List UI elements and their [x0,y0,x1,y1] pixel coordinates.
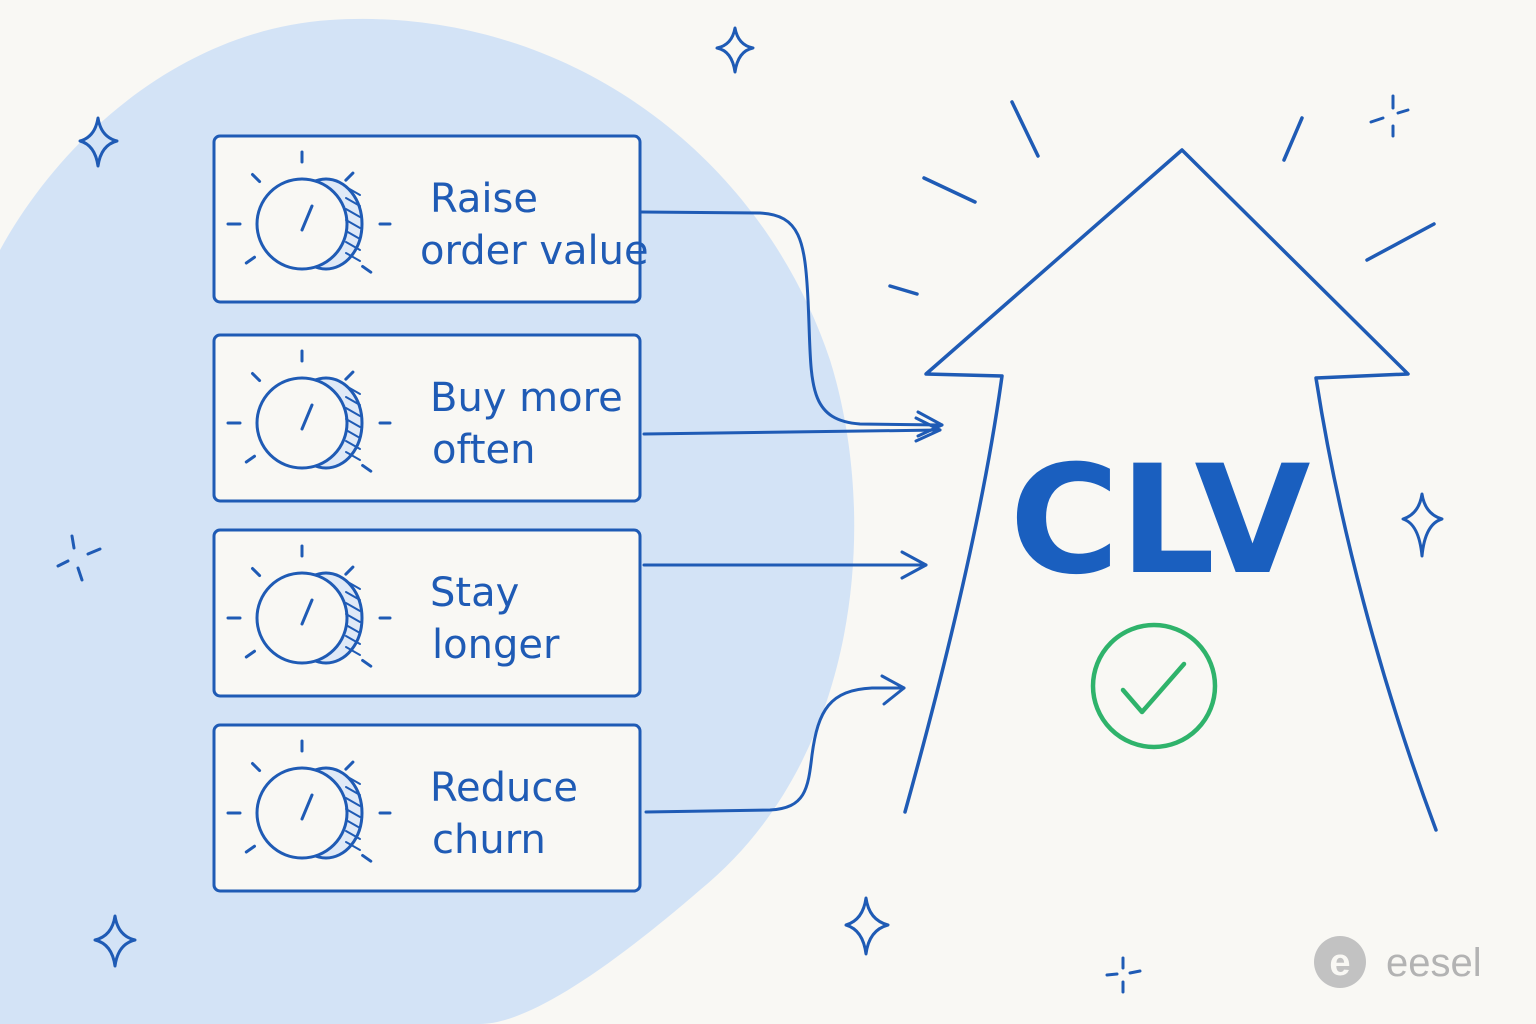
lever-label-line1: Reduce [430,765,578,811]
logo-letter: e [1329,942,1350,984]
lever-label-line1: Buy more [430,375,623,421]
sparkle-small-icon [56,534,102,582]
sparkle-icon [844,896,890,956]
sparkle-icon [1401,492,1444,558]
eesel-logo-icon [1314,936,1366,988]
arrow-from-reduce-churn [644,674,906,814]
clv-label: CLV [1009,434,1310,608]
arrow-from-raise-order-value [639,210,944,438]
lever-label-line2: churn [432,817,546,863]
dial-icon [226,150,392,274]
sparkle-icon [93,914,137,968]
lever-box: Stay longer [212,528,642,698]
up-arrow-outline [903,148,1438,832]
lever-label-line2: order value [420,228,649,274]
dial-icon [226,739,392,863]
lever-label-line2: often [432,427,536,473]
lever-box: Raise order value [212,134,649,304]
brand-logo: e eesel [1314,936,1482,988]
brand-name: eesel [1386,941,1482,985]
dial-icon [226,544,392,668]
sparkle-small-icon [1369,94,1410,138]
sparkle-icon [78,116,119,168]
sparkle-icon [715,26,755,74]
emphasis-rays [888,100,1436,296]
check-circle-icon [1090,622,1218,750]
lever-label-line2: longer [432,622,560,668]
arrow-from-stay-longer [642,550,928,580]
sparkle-small-icon [1105,956,1142,994]
lever-box: Reduce churn [212,723,642,893]
lever-label-line1: Stay [430,570,519,616]
arrow-from-buy-more-often [642,416,942,443]
lever-box: Buy more often [212,333,642,503]
lever-label-line1: Raise [430,176,538,222]
dial-icon [226,349,392,473]
